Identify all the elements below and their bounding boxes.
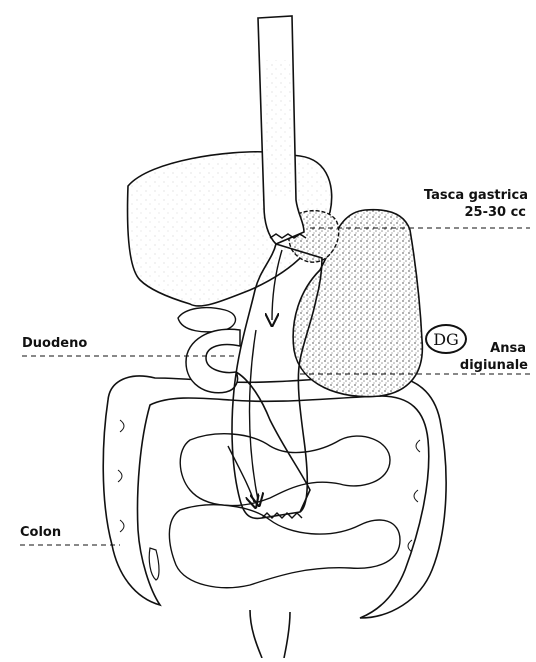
label-duodeno: Duodeno [22,336,87,351]
colon [103,376,446,618]
label-tasca-gastrica: Tasca gastrica [424,188,528,203]
dg-badge: DG [425,324,467,354]
small-intestine-lower [169,505,400,588]
label-ansa: Ansa [490,341,526,356]
appendix [149,548,159,580]
duodenum [186,329,240,392]
label-colon: Colon [20,525,61,540]
esophagus-stipple [264,60,292,198]
small-intestine [180,434,390,506]
label-digiunale: digiunale [460,358,528,373]
label-tasca-volume: 25-30 cc [464,205,526,220]
gallbladder [178,308,236,332]
rectum [250,610,290,658]
